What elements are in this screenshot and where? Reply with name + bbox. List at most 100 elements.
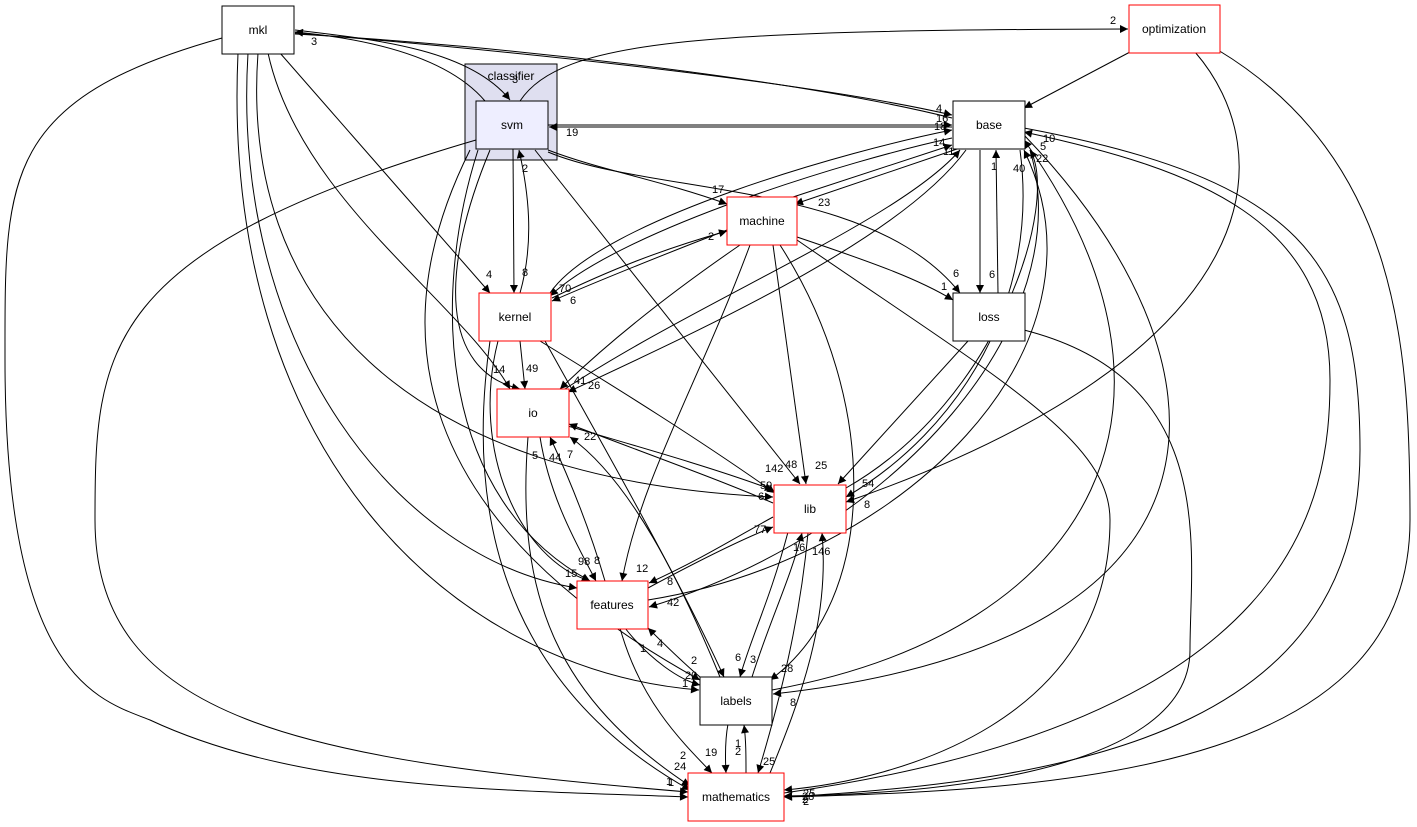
- edge-base-machine: [794, 147, 961, 206]
- edge-label: 1: [941, 281, 947, 293]
- edge-label: 42: [667, 597, 679, 609]
- edge-label: 8: [667, 576, 673, 588]
- edge-label: 24: [674, 761, 686, 773]
- node-loss[interactable]: loss: [952, 292, 1026, 342]
- node-label: mkl: [249, 23, 268, 37]
- edge-machine-loss: [796, 236, 954, 301]
- edge-label: 16: [936, 113, 948, 125]
- edge-kernel-features: [489, 340, 591, 583]
- node-label: mathematics: [702, 790, 770, 804]
- edge-label: 8: [594, 555, 600, 567]
- node-mathematics[interactable]: mathematics: [687, 772, 785, 822]
- edge-svm-mkl: [294, 28, 486, 102]
- edge-loss-mathematics: [783, 329, 1193, 800]
- edge-label: 3: [750, 654, 756, 666]
- edge-label: 17: [712, 184, 724, 196]
- edge-kernel-machine: [551, 229, 728, 299]
- edge-label: 1: [666, 776, 672, 788]
- edge-optimization-base: [1023, 51, 1131, 109]
- node-machine[interactable]: machine: [726, 196, 798, 246]
- edge-lib-mathematics: [756, 532, 809, 774]
- edge-label: 15: [565, 568, 577, 580]
- edge-label: 10: [1043, 133, 1055, 145]
- edge-label: 40: [1013, 163, 1025, 175]
- edge-kernel-lib: [539, 340, 776, 494]
- edge-label: 19: [566, 127, 578, 139]
- edge-label: 142: [765, 463, 783, 475]
- edge-features-io: [549, 436, 606, 582]
- node-label: base: [976, 118, 1002, 132]
- edge-label: 44: [549, 452, 561, 464]
- edge-mkl-io: [267, 52, 511, 390]
- edge-label: 2: [691, 655, 697, 667]
- node-label: kernel: [499, 310, 532, 324]
- node-label: labels: [720, 694, 751, 708]
- edge-label: 28: [781, 663, 793, 675]
- edge-mathematics-lib: [769, 532, 827, 774]
- edge-label: 1: [640, 643, 646, 655]
- edge-label: 16: [793, 542, 805, 554]
- edge-base-features: [648, 149, 1039, 609]
- edge-label: 41: [574, 375, 586, 387]
- edge-label: 26: [588, 380, 600, 392]
- edge-kernel-svm: [516, 149, 530, 294]
- edge-label: 22: [584, 431, 596, 443]
- edge-io-features: [539, 436, 597, 582]
- node-labels[interactable]: labels: [699, 676, 773, 726]
- edge-svm-io: [455, 149, 521, 392]
- edge-label: 11: [943, 146, 954, 158]
- edge-label: 7: [567, 449, 573, 461]
- edge-loss-lib: [837, 340, 969, 485]
- edge-mkl-kernel: [279, 52, 491, 294]
- edge-label: 1: [991, 161, 997, 173]
- edge-label: 3: [512, 74, 518, 86]
- edge-svm-machine: [547, 149, 728, 206]
- edges: [4, 25, 1411, 801]
- nodes: mkl svm optimization base machine kernel…: [221, 4, 1221, 822]
- edge-label: 6: [735, 652, 741, 664]
- edge-label: 4: [936, 103, 942, 115]
- edge-label: 14: [493, 364, 505, 376]
- edge-io-base: [564, 149, 961, 390]
- edge-label: 6: [989, 269, 995, 281]
- node-base[interactable]: base: [952, 100, 1026, 150]
- edge-svm-features: [451, 149, 591, 582]
- edge-base-lib: [845, 149, 1024, 498]
- edge-mkl-labels: [236, 52, 700, 694]
- node-optimization[interactable]: optimization: [1128, 4, 1221, 54]
- edge-machine-mathematics: [783, 239, 1111, 794]
- edge-optimization-lib: [845, 51, 1240, 504]
- edge-label: 2: [1110, 15, 1116, 27]
- node-svm[interactable]: svm: [475, 100, 549, 150]
- edge-label: 8: [522, 267, 528, 279]
- edge-labels-lib: [751, 532, 804, 678]
- edge-label: 28: [802, 791, 814, 803]
- edge-mkl-lib: [256, 52, 774, 501]
- edge-optimization-mathematics: [783, 49, 1411, 801]
- edge-label: 4: [657, 638, 663, 650]
- edge-label: 14: [933, 137, 945, 149]
- edge-base-labels: [772, 134, 1170, 698]
- edge-mkl-mathematics: [4, 37, 689, 801]
- edge-base-mkl: [294, 33, 953, 119]
- edge-lib-features: [648, 516, 774, 584]
- edge-labels-features: [647, 627, 701, 678]
- edge-label: 25: [815, 460, 827, 472]
- edge-label: 19: [705, 747, 717, 759]
- edge-labels-mathematics: [721, 723, 730, 774]
- node-kernel[interactable]: kernel: [478, 292, 552, 342]
- edge-kernel-io: [519, 340, 529, 390]
- node-mkl[interactable]: mkl: [221, 5, 295, 55]
- edge-machine-io: [559, 244, 741, 390]
- edge-kernel-mathematics: [482, 340, 691, 791]
- edge-label: 70: [559, 283, 571, 295]
- edge-labels-io: [569, 436, 721, 678]
- edge-label: 20: [685, 670, 697, 682]
- node-features[interactable]: features: [576, 580, 649, 630]
- edge-label: 5: [532, 450, 538, 462]
- node-lib[interactable]: lib: [773, 484, 847, 534]
- edge-label: 25: [763, 756, 775, 768]
- node-io[interactable]: io: [496, 388, 570, 438]
- edge-label: 22: [1036, 153, 1048, 165]
